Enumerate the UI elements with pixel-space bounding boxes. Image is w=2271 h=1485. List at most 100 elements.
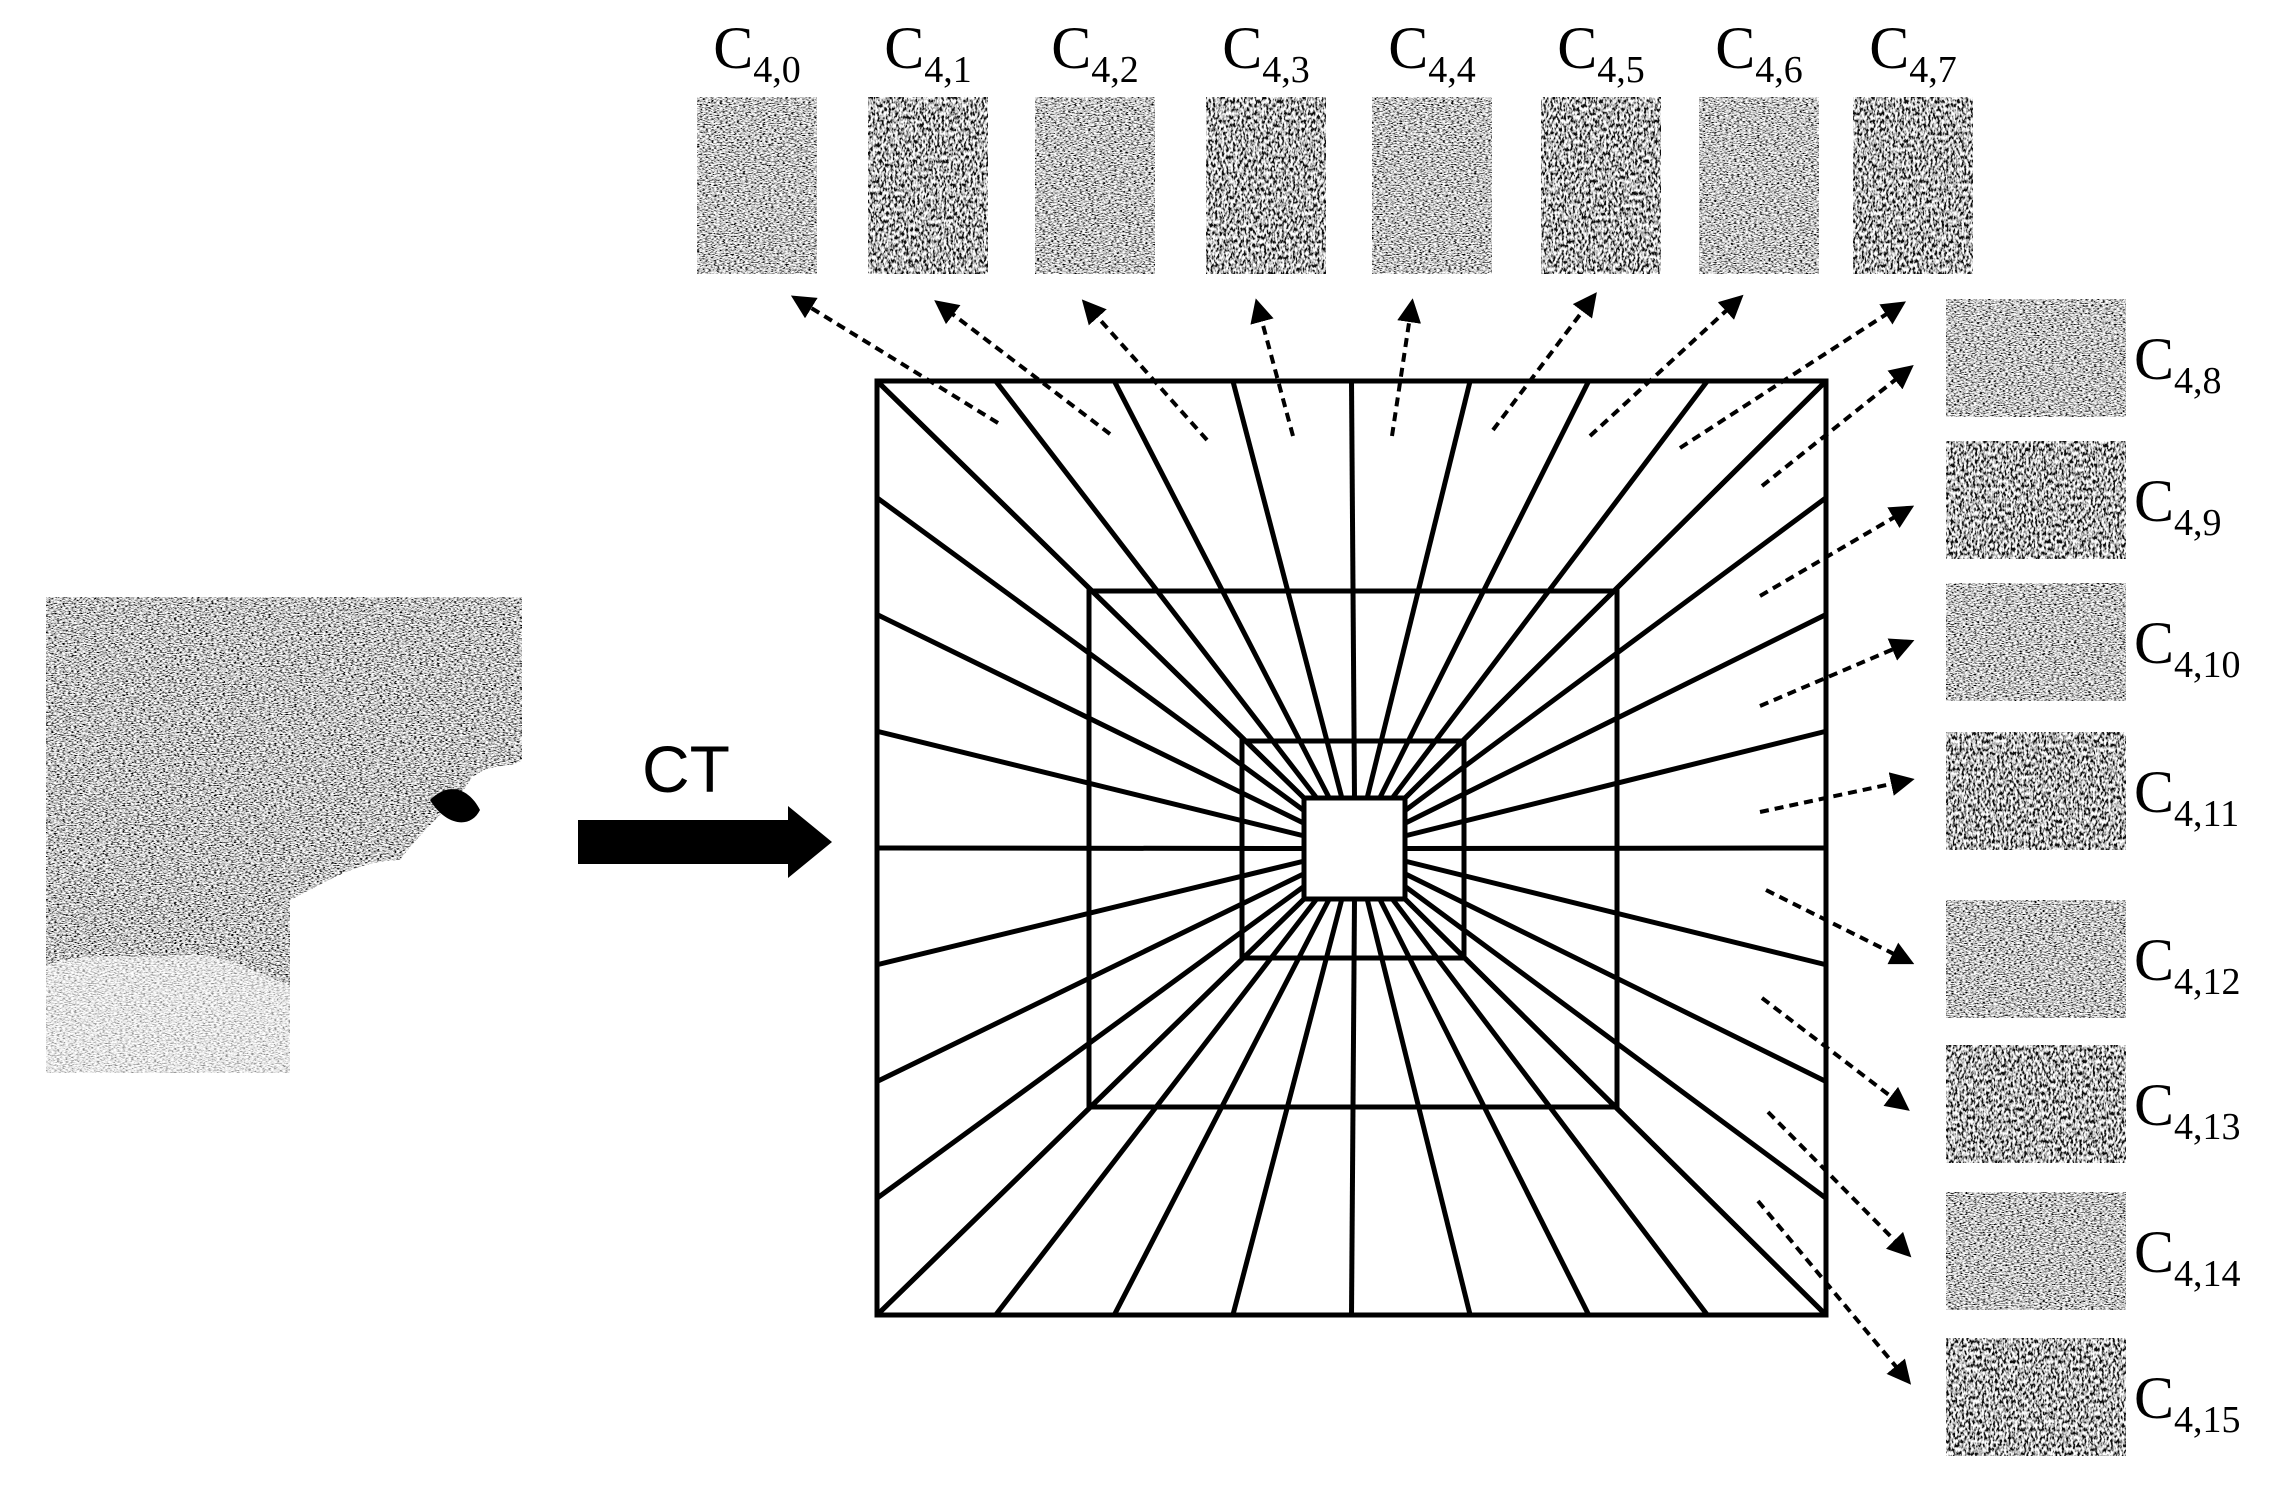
grid-ray: [1349, 898, 1357, 1316]
subband-arrow-10: [1759, 638, 1915, 708]
subband-top-4: [1372, 97, 1492, 274]
subband-image: [1946, 1338, 2126, 1456]
grid-ray: [993, 897, 1319, 1317]
sar-image: [46, 597, 522, 1073]
subband-arrow-15: [1756, 1199, 1912, 1385]
subband-image: [1853, 97, 1973, 274]
subband-label-top-1: C4,1: [884, 15, 972, 91]
subband-label-right-0: C4,8: [2134, 326, 2222, 402]
subband-arrows: [790, 292, 1915, 1385]
subband-top-3: [1206, 97, 1326, 274]
subband-label-top-7: C4,7: [1869, 15, 1957, 91]
subband-arrow-9: [1758, 505, 1915, 598]
subband-right-1: [1946, 441, 2126, 559]
subband-arrow-4: [1390, 298, 1422, 437]
subband-top-1: [868, 97, 988, 274]
subband-top-5: [1541, 97, 1661, 274]
grid-ray: [1404, 845, 1827, 851]
grid-ray: [876, 858, 1305, 968]
grid-ray: [1403, 884, 1828, 1201]
subband-image: [1035, 97, 1155, 274]
subband-right-2: [1946, 583, 2126, 701]
subband-arrow-2: [1081, 299, 1209, 442]
subband-image: [1946, 299, 2126, 417]
subband-label-right-5: C4,13: [2134, 1072, 2241, 1148]
subband-right-6: [1946, 1192, 2126, 1310]
subband-image: [697, 97, 817, 274]
subband-label-right-1: C4,9: [2134, 468, 2222, 544]
grid-ray: [1230, 380, 1345, 799]
grid-ray: [876, 728, 1305, 839]
grid-ray: [875, 897, 1306, 1317]
grid-ray: [876, 845, 1305, 851]
grid-ray: [1403, 495, 1828, 813]
subband-image: [1946, 1045, 2126, 1163]
grid-ray: [1230, 898, 1345, 1316]
subband-label-right-7: C4,15: [2134, 1365, 2241, 1441]
grid-ray: [1403, 379, 1828, 800]
subband-image: [1372, 97, 1492, 274]
subband-image: [1946, 1192, 2126, 1310]
subband-right-3: [1946, 732, 2126, 850]
subband-image: [1206, 97, 1326, 274]
subband-top-7: [1853, 97, 1973, 274]
grid-ray: [875, 612, 1306, 826]
subband-image: [868, 97, 988, 274]
subband-right-4: [1946, 900, 2126, 1018]
subband-arrow-7: [1678, 301, 1907, 450]
lowpass-square: [1301, 795, 1408, 902]
grid-ray: [1403, 612, 1828, 826]
subband-label-top-6: C4,6: [1715, 15, 1803, 91]
subband-image: [1946, 732, 2126, 850]
subband-image: [1541, 97, 1661, 274]
subband-arrow-3: [1250, 298, 1295, 437]
subband-arrow-8: [1760, 365, 1914, 488]
grid-ray: [1364, 380, 1473, 799]
grid-ray: [875, 379, 1306, 800]
grid-ray: [1390, 897, 1710, 1317]
grid-ray: [1403, 871, 1828, 1084]
subband-right-0: [1946, 299, 2126, 417]
subband-top-0: [697, 97, 817, 274]
subband-label-right-3: C4,11: [2134, 759, 2239, 835]
grid-ray: [875, 871, 1306, 1084]
transform-arrow: [578, 806, 832, 878]
subband-right-7: [1946, 1338, 2126, 1456]
grid-ray: [1403, 897, 1828, 1317]
subband-arrow-13: [1760, 996, 1910, 1111]
subband-arrow-11: [1759, 772, 1915, 814]
subband-image: [1946, 441, 2126, 559]
subband-label-right-2: C4,10: [2134, 610, 2241, 686]
grid-ray: [993, 379, 1319, 800]
subband-label-top-2: C4,2: [1051, 15, 1139, 91]
subband-label-right-4: C4,12: [2134, 927, 2241, 1003]
grid-ray: [1377, 379, 1591, 800]
subband-top-2: [1035, 97, 1155, 274]
grid-ray: [1404, 858, 1827, 968]
subband-arrow-0: [790, 295, 1000, 425]
subband-image: [1699, 97, 1819, 274]
subband-label-top-4: C4,4: [1388, 15, 1476, 91]
subband-right-5: [1946, 1045, 2126, 1163]
grid-ray: [1349, 380, 1357, 799]
subband-label-top-5: C4,5: [1557, 15, 1645, 91]
grid-ray: [875, 884, 1306, 1201]
subband-arrow-1: [934, 300, 1112, 436]
grid-ray: [1112, 897, 1332, 1317]
subband-label-right-6: C4,14: [2134, 1219, 2241, 1295]
grid-ray: [1404, 728, 1827, 839]
grid-ray: [1377, 897, 1591, 1317]
subband-image: [1946, 583, 2126, 701]
subband-arrow-14: [1766, 1110, 1912, 1258]
subband-arrow-6: [1588, 294, 1744, 438]
frequency-partition-grid: [874, 378, 1829, 1318]
subband-arrow-12: [1765, 888, 1915, 965]
grid-ray: [1364, 898, 1473, 1316]
subband-arrow-5: [1491, 292, 1597, 432]
subband-top-6: [1699, 97, 1819, 274]
subband-image: [1946, 900, 2126, 1018]
grid-ray: [1390, 379, 1710, 800]
